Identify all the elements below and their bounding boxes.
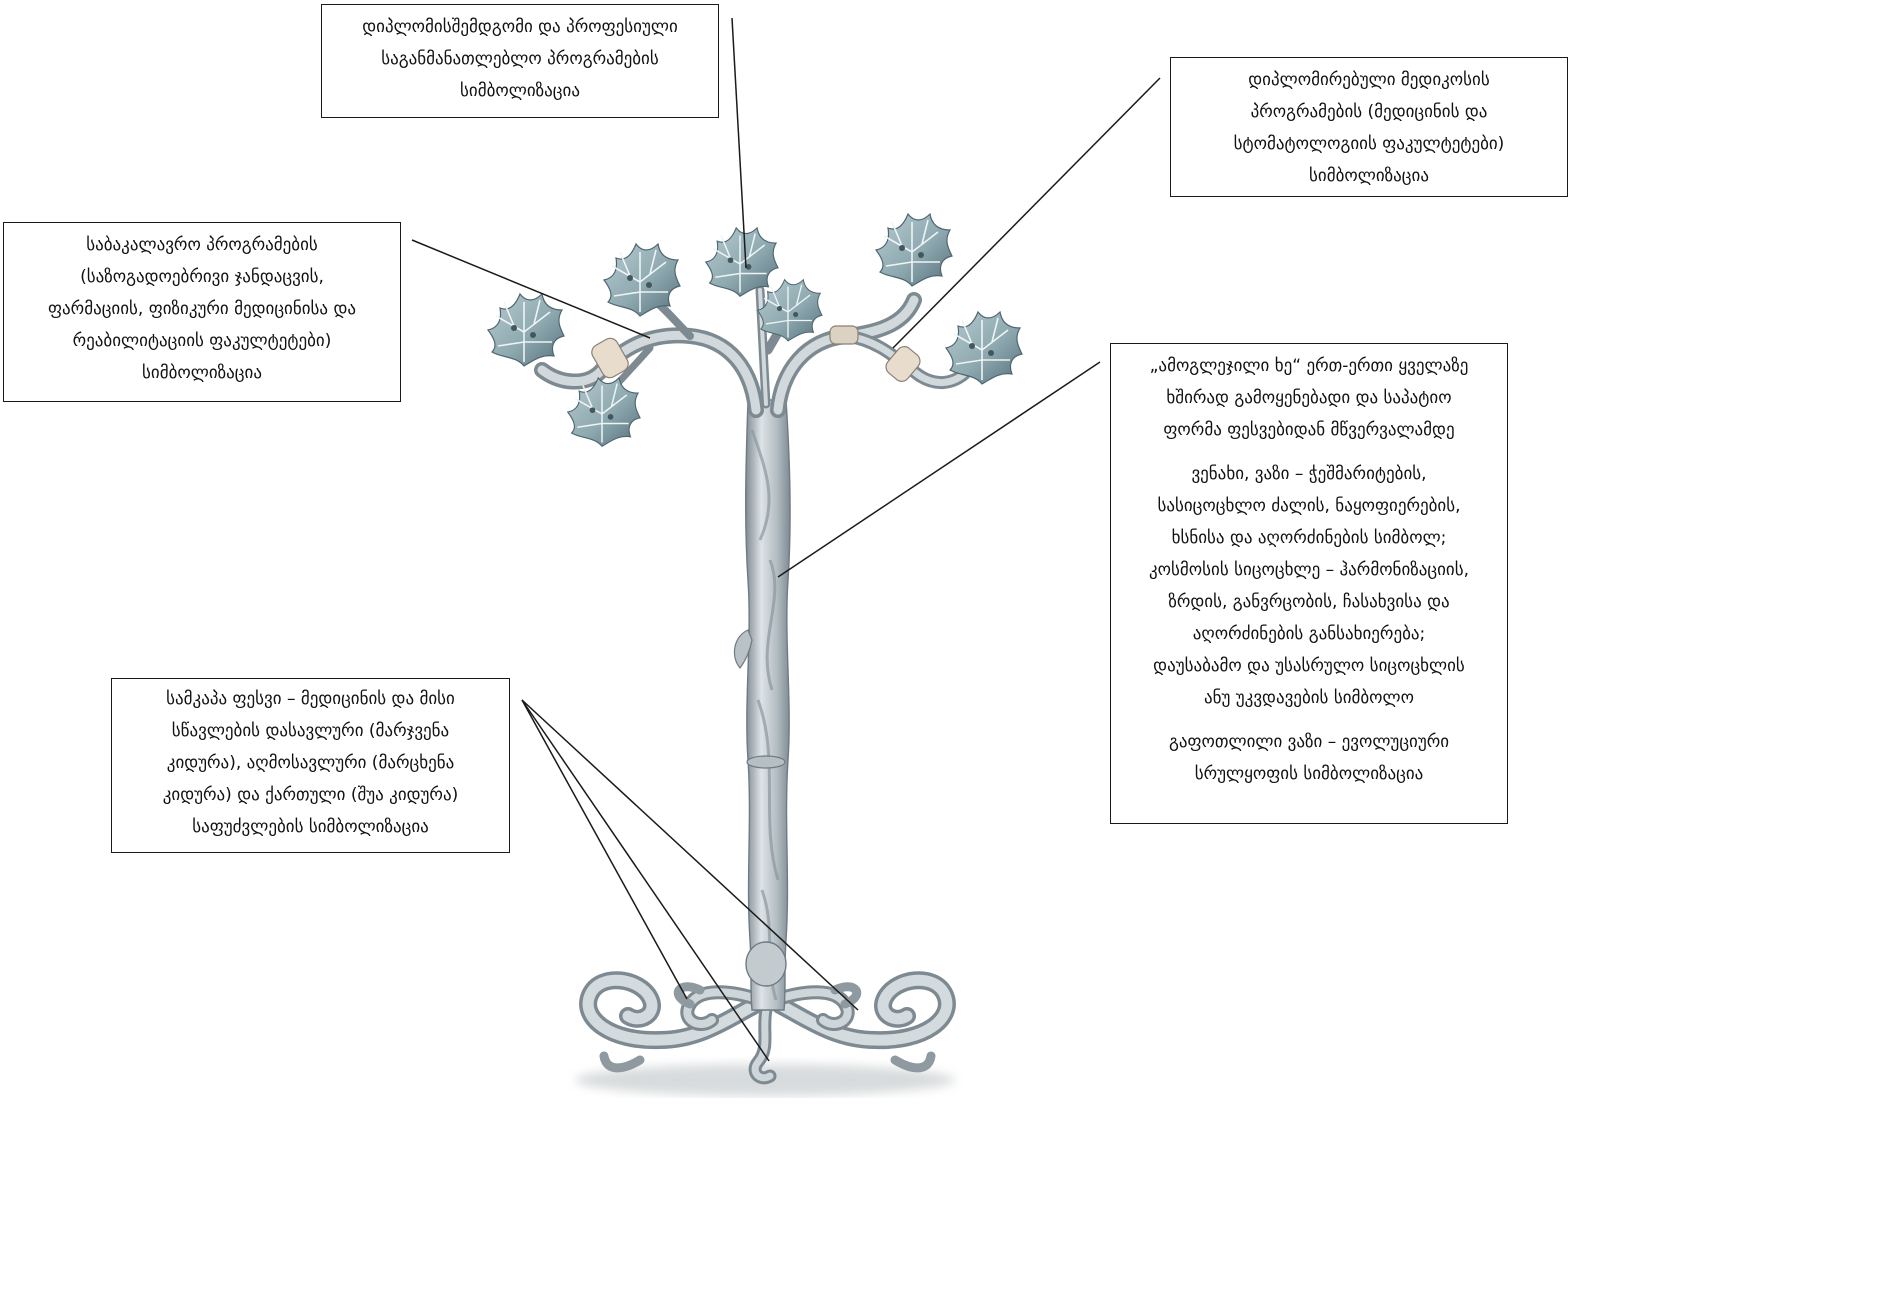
callout-text-line: კოსმოსის სიცოცხლე – ჰარმონიზაციის, xyxy=(1111,554,1507,586)
callout-text-line: დიპლომირებული მედიკოსის xyxy=(1171,64,1567,96)
callout-text-line: სიმბოლიზაცია xyxy=(322,75,718,107)
postgraduate-programs-callout: დიპლომისშემდგომი და პროფესიული საგანმანა… xyxy=(321,4,719,118)
callout-text-line: ხშირად გამოყენებადი და საპატიო xyxy=(1111,382,1507,414)
callout-text-line: პროგრამების (მედიცინის და xyxy=(1171,96,1567,128)
callout-text-line: რეაბილიტაციის ფაკულტეტები) xyxy=(4,325,400,357)
callout-text-line: (საზოგადოებრივი ჯანდაცვის, xyxy=(4,261,400,293)
leafy-vine-paragraph: გაფოთლილი ვაზი – ევოლუციური სრულყოფის სი… xyxy=(1111,726,1507,790)
callout-text-line: დაუსაბამო და უსასრულო სიცოცხლის xyxy=(1111,650,1507,682)
callout-text-line: საფუძვლების სიმბოლიზაცია xyxy=(112,811,509,843)
uprooted-tree-callout: „ამოგლეჯილი ხე“ ერთ-ერთი ყველაზე ხშირად … xyxy=(1110,343,1508,824)
tree-intro-paragraph: „ამოგლეჯილი ხე“ ერთ-ერთი ყველაზე ხშირად … xyxy=(1111,350,1507,446)
tree-symbol-diagram: დიპლომისშემდგომი და პროფესიული საგანმანა… xyxy=(0,0,1568,1098)
three-pronged-root-callout: სამკაპა ფესვი – მედიცინის და მისი სწავლე… xyxy=(111,678,510,853)
callout-text-line: ვენახი, ვაზი – ჭეშმარიტების, xyxy=(1111,458,1507,490)
callout-text-line: ანუ უკვდავების სიმბოლო xyxy=(1111,682,1507,714)
tree-trunk xyxy=(734,400,790,1010)
callout-text-line: აღორძინების განსახიერება; xyxy=(1111,618,1507,650)
callout-text-line: ფარმაციის, ფიზიკური მედიცინისა და xyxy=(4,293,400,325)
callout-text-line: ზრდის, განვრცობის, ჩასახვისა და xyxy=(1111,586,1507,618)
callout-text-line: საბაკალავრო პროგრამების xyxy=(4,229,400,261)
callout-text-line: სიმბოლიზაცია xyxy=(4,357,400,389)
callout-text-line: სრულყოფის სიმბოლიზაცია xyxy=(1111,758,1507,790)
callout-text-line: „ამოგლეჯილი ხე“ ერთ-ერთი ყველაზე xyxy=(1111,350,1507,382)
callout-text-line: სწავლების დასავლური (მარჯვენა xyxy=(112,715,509,747)
callout-text-line: კიდურა), აღმოსავლური (მარცხენა xyxy=(112,747,509,779)
vine-meaning-paragraph: ვენახი, ვაზი – ჭეშმარიტების, სასიცოცხლო … xyxy=(1111,458,1507,714)
callout-text-line: ფორმა ფესვებიდან მწვერვალამდე xyxy=(1111,414,1507,446)
medical-programs-callout: დიპლომირებული მედიკოსის პროგრამების (მედ… xyxy=(1170,57,1568,197)
bachelor-programs-callout: საბაკალავრო პროგრამების (საზოგადოებრივი … xyxy=(3,222,401,402)
callout-text-line: სასიცოცხლო ძალის, ნაყოფიერების, xyxy=(1111,490,1507,522)
callout-text-line: სტომატოლოგიის ფაკულტეტები) xyxy=(1171,128,1567,160)
callout-text-line: დიპლომისშემდგომი და პროფესიული xyxy=(322,11,718,43)
callout-text-line: სამკაპა ფესვი – მედიცინის და მისი xyxy=(112,683,509,715)
callout-text-line: კიდურა) და ქართული (შუა კიდურა) xyxy=(112,779,509,811)
callout-text-line: ხსნისა და აღორძინების სიმბოლ; xyxy=(1111,522,1507,554)
callout-text-line: გაფოთლილი ვაზი – ევოლუციური xyxy=(1111,726,1507,758)
callout-text-line: საგანმანათლებლო პროგრამების xyxy=(322,43,718,75)
callout-text-line: სიმბოლიზაცია xyxy=(1171,160,1567,192)
